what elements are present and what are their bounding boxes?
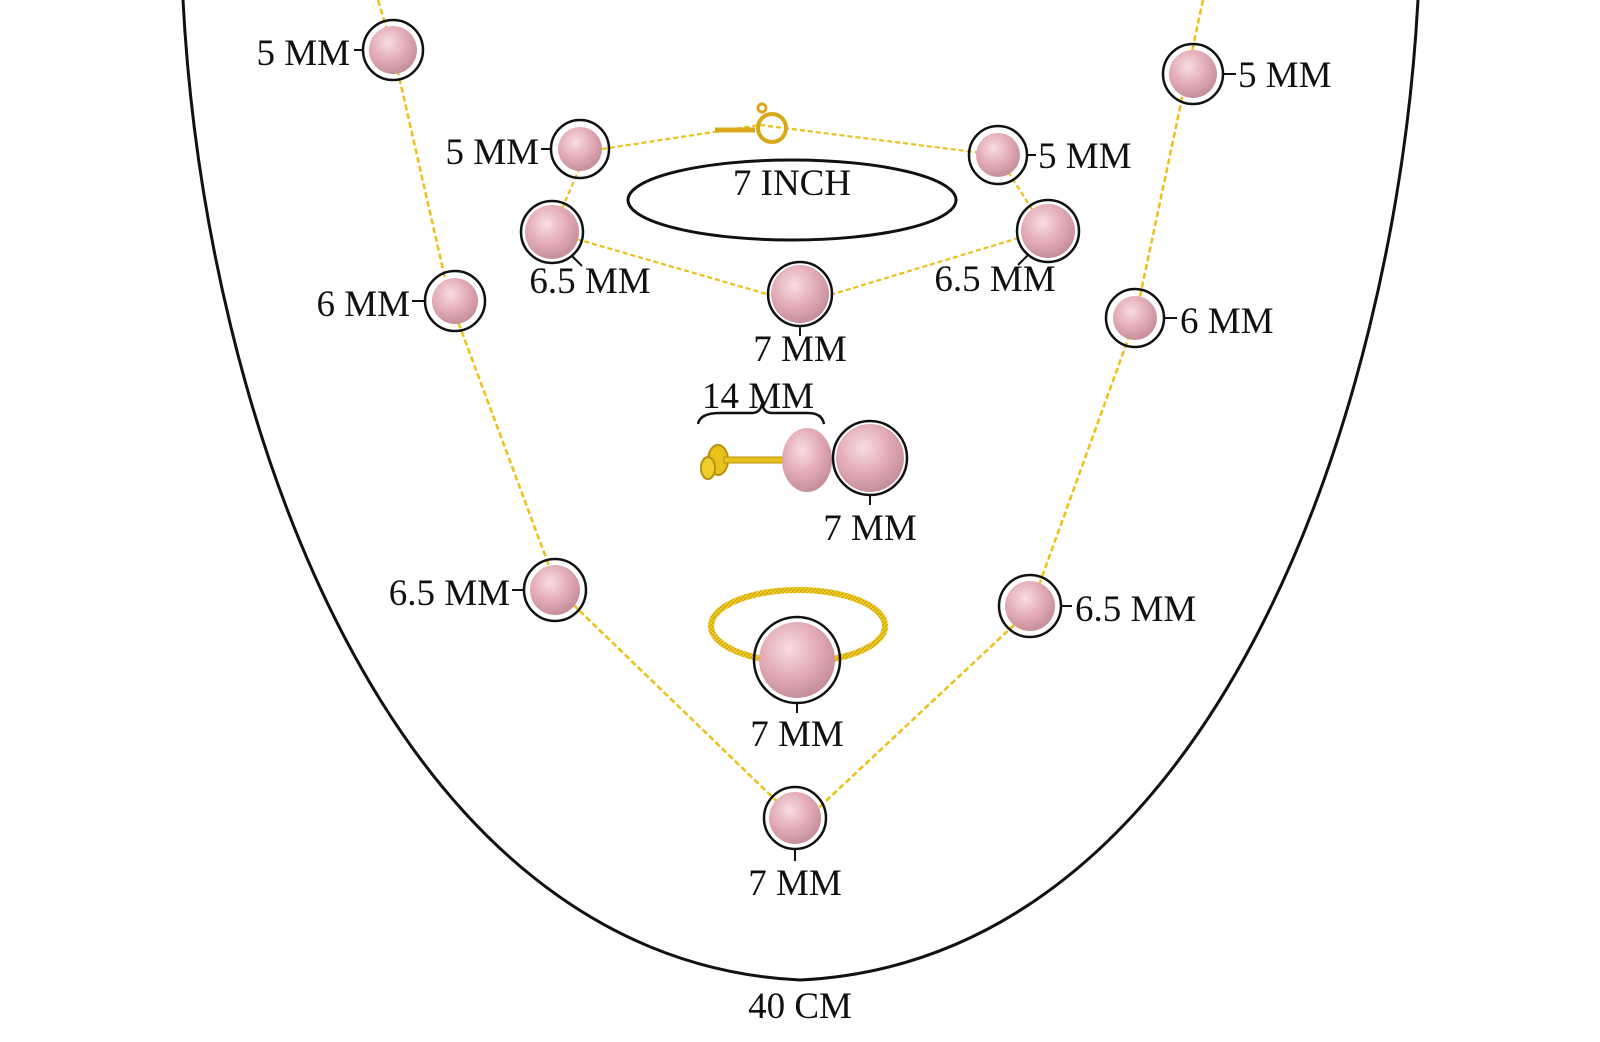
necklace-label-right-5mm: 5 MM [1238,55,1332,96]
necklace-pearl-left-6-5mm [512,557,588,623]
bracelet-pearl-mid-right-6-5mm [1015,198,1081,266]
necklace-label-right-6mm: 6 MM [1180,301,1274,342]
bracelet-label-mid-right-6-5mm: 6.5 MM [934,259,1055,300]
bracelet-pearl-center-7mm [766,260,834,336]
ring-pearl-7mm [752,615,842,713]
bracelet-length-label: 7 INCH [733,163,851,204]
bracelet-length-ellipse [626,158,958,242]
bracelet-label-center-7mm: 7 MM [753,329,847,370]
neck-outline [181,0,1420,982]
earring-pearl-label: 7 MM [823,508,917,549]
necklace-pearl-left-6mm [412,269,487,333]
bracelet-label-top-right-5mm: 5 MM [1038,136,1132,177]
necklace-pearl-center-7mm [762,785,828,861]
necklace-label-center-7mm: 7 MM [748,863,842,904]
necklace-pearl-left-5mm [354,18,425,82]
necklace-label-left-6-5mm: 6.5 MM [389,573,510,614]
bracelet-label-mid-left-6-5mm: 6.5 MM [529,261,650,302]
necklace-length-label: 40 CM [748,986,852,1027]
necklace-label-right-6-5mm: 6.5 MM [1075,589,1196,630]
bracelet-pearl-mid-left-6-5mm [519,199,585,267]
necklace-label-left-5mm: 5 MM [256,33,350,74]
bracelet-pearl-top-right-5mm [967,124,1036,186]
bracelet-clasp [715,102,788,144]
necklace-pearl-right-6-5mm [997,573,1072,639]
necklace-label-left-6mm: 6 MM [316,284,410,325]
bracelet-label-top-left-5mm: 5 MM [445,132,539,173]
earring-width-brace [696,403,826,425]
bracelet-pearl-top-left-5mm [541,118,611,180]
ring-pearl-label: 7 MM [750,714,844,755]
earring-side-view [700,428,832,492]
earring-front-pearl-7mm [831,419,909,505]
necklace-pearl-right-6mm [1104,287,1177,349]
necklace-pearl-right-5mm [1161,42,1236,106]
